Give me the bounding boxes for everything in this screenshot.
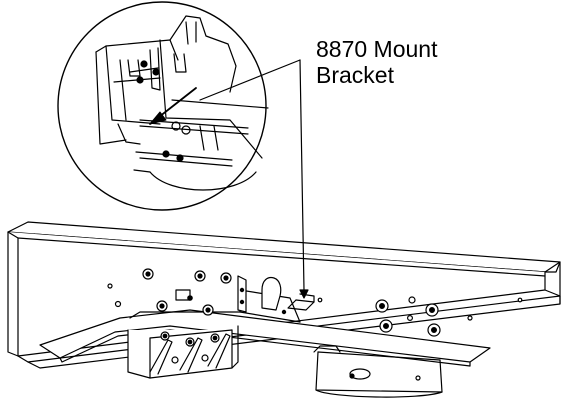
callout-line-2: Bracket: [316, 62, 394, 88]
8870-mount-bracket: [237, 275, 315, 315]
leader-lines: [199, 59, 309, 299]
leader-to-rail: [299, 59, 305, 291]
leader-arrowhead: [299, 289, 309, 299]
callout-line-1: 8870 Mount: [316, 36, 438, 62]
rail-bolts: [107, 268, 523, 337]
callout-label: 8870 Mount Bracket: [316, 36, 437, 88]
leader-to-detail: [199, 59, 301, 101]
lower-bracket-box: [127, 325, 239, 379]
lower-disc: [313, 345, 443, 398]
detail-view-circle: [57, 1, 269, 211]
